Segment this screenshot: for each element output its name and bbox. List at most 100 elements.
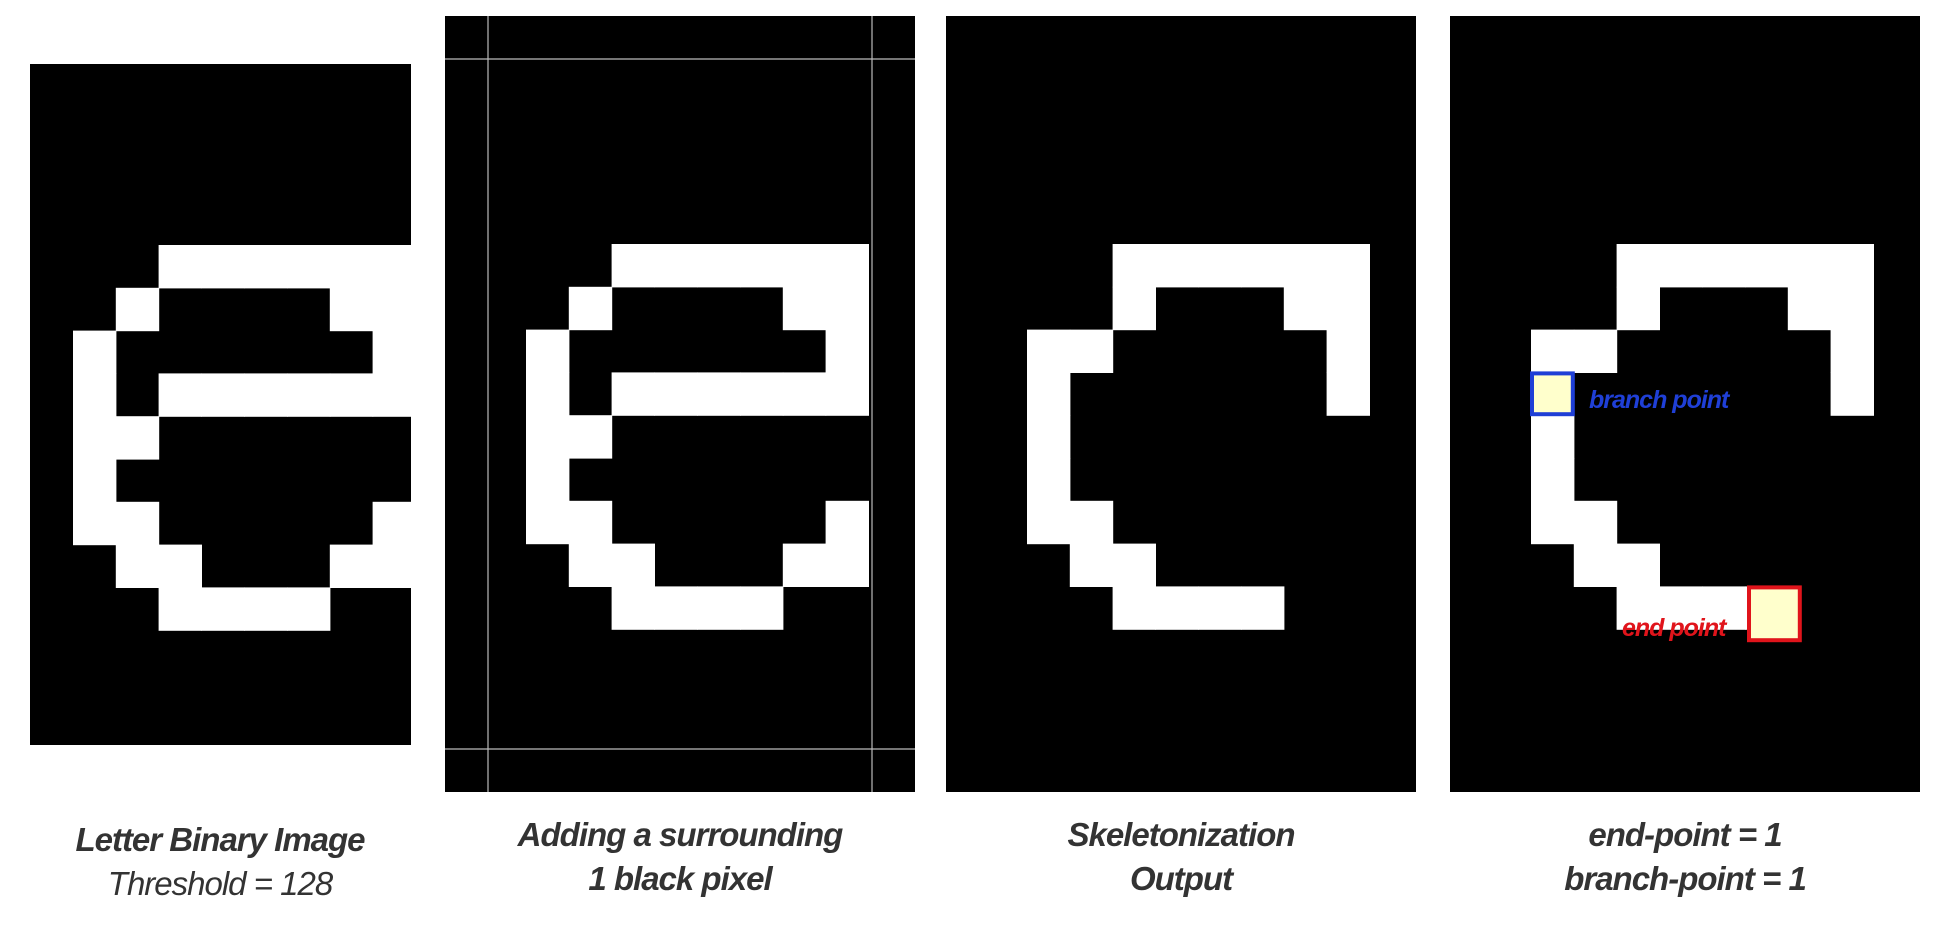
on-pixel (526, 500, 570, 545)
padded-image-panel (445, 16, 915, 792)
on-pixel (1198, 244, 1242, 288)
on-pixel (697, 244, 741, 288)
on-pixel (825, 329, 869, 373)
on-pixel (782, 244, 827, 288)
on-pixel (329, 373, 374, 417)
on-pixel (329, 544, 374, 588)
on-pixel (1027, 458, 1071, 502)
on-pixel (372, 245, 411, 289)
on-pixel (244, 373, 288, 417)
on-pixel (1659, 586, 1703, 630)
on-pixel (1027, 329, 1071, 373)
on-pixel (825, 286, 869, 331)
caption-line-2: 1 black pixel (588, 860, 772, 897)
binary-letter-e (73, 245, 411, 631)
on-pixel (740, 372, 784, 416)
on-pixel (244, 587, 288, 631)
on-pixel (73, 459, 117, 503)
on-pixel (372, 501, 411, 546)
on-pixel (1702, 586, 1746, 630)
on-pixel (1112, 586, 1156, 630)
on-pixel (1531, 458, 1575, 502)
caption-line-1: end-point = 1 (1588, 816, 1782, 853)
on-pixel (1027, 372, 1071, 416)
on-pixel (115, 544, 160, 588)
on-pixel (782, 372, 827, 416)
on-pixel (1616, 586, 1660, 630)
on-pixel (1787, 286, 1832, 331)
end-point-marker (1747, 585, 1802, 643)
on-pixel (115, 501, 160, 546)
on-pixel (611, 244, 655, 288)
binary-image-caption: Letter Binary Image Threshold = 128 (0, 818, 440, 906)
on-pixel (611, 586, 655, 630)
on-pixel (1112, 543, 1156, 587)
on-pixel (372, 330, 411, 374)
on-pixel (287, 245, 331, 289)
on-pixel (782, 543, 827, 587)
caption-line-2: Threshold = 128 (107, 865, 333, 902)
on-pixel (740, 244, 784, 288)
skeleton-letter-e (1027, 244, 1370, 630)
on-pixel (825, 500, 869, 545)
on-pixel (115, 287, 160, 332)
points-panel: branch point end point (1450, 16, 1920, 792)
on-pixel (73, 330, 117, 374)
caption-line-1: Adding a surrounding (517, 816, 844, 853)
on-pixel (654, 372, 698, 416)
on-pixel (1616, 286, 1660, 331)
on-pixel (526, 458, 570, 502)
on-pixel (1745, 244, 1789, 288)
on-pixel (568, 415, 613, 459)
on-pixel (329, 245, 374, 289)
on-pixel (1112, 286, 1156, 331)
on-pixel (825, 244, 869, 288)
on-pixel (1573, 543, 1618, 587)
on-pixel (1531, 329, 1575, 373)
on-pixel (1198, 586, 1242, 630)
branch-point-marker (1530, 371, 1575, 417)
on-pixel (1155, 586, 1199, 630)
padded-image-caption: Adding a surrounding 1 black pixel (455, 813, 905, 901)
on-pixel (372, 544, 411, 588)
on-pixel (1659, 244, 1703, 288)
on-pixel (1830, 244, 1874, 288)
on-pixel (1702, 244, 1746, 288)
caption-line-2: branch-point = 1 (1564, 860, 1807, 897)
on-pixel (1069, 543, 1114, 587)
on-pixel (287, 373, 331, 417)
on-pixel (73, 501, 117, 546)
on-pixel (1573, 329, 1618, 373)
on-pixel (526, 372, 570, 416)
on-pixel (1616, 543, 1660, 587)
binary-image-panel (30, 64, 411, 745)
on-pixel (201, 587, 245, 631)
on-pixel (1283, 244, 1328, 288)
on-pixel (568, 543, 613, 587)
end-point-label: end point (1622, 614, 1726, 642)
on-pixel (782, 286, 827, 331)
on-pixel (1830, 372, 1874, 416)
on-pixel (372, 287, 411, 332)
on-pixel (526, 329, 570, 373)
on-pixel (158, 587, 202, 631)
on-pixel (1830, 286, 1874, 331)
on-pixel (526, 415, 570, 459)
on-pixel (1787, 244, 1832, 288)
caption-line-1: Letter Binary Image (75, 821, 365, 858)
on-pixel (1531, 415, 1575, 459)
skeleton-caption: Skeletonization Output (956, 813, 1406, 901)
on-pixel (201, 373, 245, 417)
caption-line-2: Output (1129, 860, 1233, 897)
on-pixel (1241, 244, 1285, 288)
on-pixel (1241, 586, 1285, 630)
on-pixel (158, 373, 202, 417)
points-caption: end-point = 1 branch-point = 1 (1460, 813, 1910, 901)
on-pixel (1326, 286, 1370, 331)
on-pixel (1069, 329, 1114, 373)
on-pixel (1830, 329, 1874, 373)
on-pixel (568, 286, 613, 331)
on-pixel (825, 372, 869, 416)
on-pixel (1112, 244, 1156, 288)
